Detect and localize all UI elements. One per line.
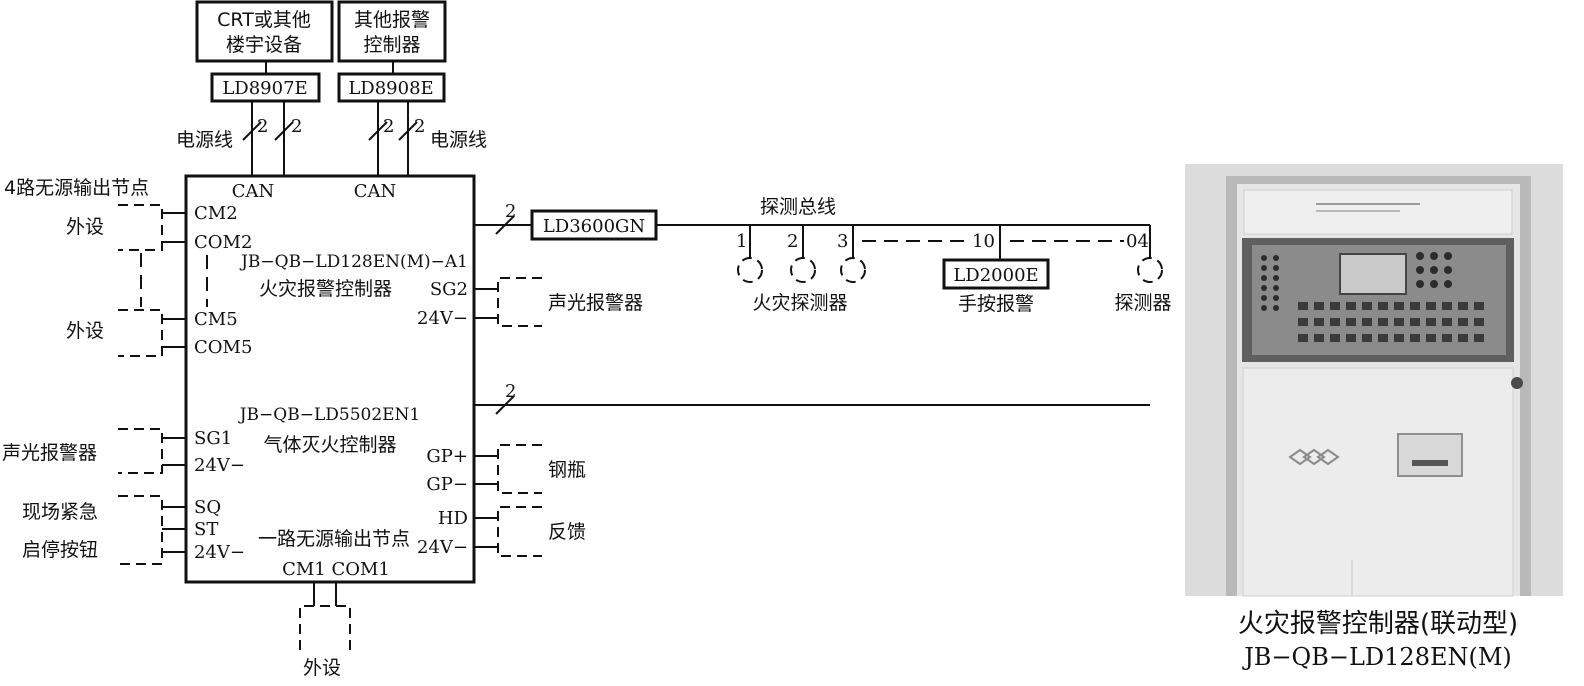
ld2000e-label: LD2000E [953,265,1038,286]
model-a1: JB−QB−LD128EN(M)−A1 [239,252,468,272]
terminal-cm1-com1: CM1 COM1 [282,559,390,580]
wire-count-3: 2 [383,116,394,137]
node-1: 1 [736,231,747,252]
sound-light-alarm-right: 声光报警器 [548,292,643,314]
bottom-peripheral: 外设 [303,657,341,679]
terminal-cm5: CM5 [194,309,238,330]
ld8908e-box [337,72,446,103]
terminal-com5: COM5 [194,337,252,358]
node-2: 2 [787,231,798,252]
fire-detector-label: 火灾探测器 [752,292,847,314]
detector-label: 探测器 [1114,292,1171,314]
wire-count-4: 2 [414,116,425,137]
ld8907e-label: LD8907E [222,78,307,99]
detector-04-icon [1137,257,1163,283]
wire-count-1: 2 [257,116,268,137]
manual-alarm-label: 手按报警 [958,293,1034,315]
terminal-24v-c: 24V− [194,542,245,563]
node-3: 3 [837,231,848,252]
terminal-24v-b: 24V− [194,455,245,476]
terminal-sg2: SG2 [430,279,468,300]
outputs-title: 4路无源输出节点 [4,177,149,199]
gas-controller-label: 气体灭火控制器 [263,434,396,456]
terminal-cm2: CM2 [194,203,238,224]
detector-2-icon [790,257,816,283]
other-controller-line1: 其他报警 [354,9,430,31]
terminal-sg1: SG1 [194,428,232,449]
detector-1-icon [737,257,763,283]
node-04: 04 [1126,231,1149,252]
crt-box-line2: 楼宇设备 [226,34,302,56]
ld2000e-box [942,258,1050,290]
terminal-hd: HD [438,508,468,529]
ld8908e-label: LD8908E [348,78,433,99]
photo-caption-model: JB−QB−LD128EN(M) [1241,643,1512,671]
crt-box [195,0,334,63]
terminal-24v-d: 24V− [417,537,468,558]
terminal-st: ST [194,519,218,540]
feedback-label: 反馈 [548,521,586,543]
bus-wire-count: 2 [505,201,516,222]
terminal-sq: SQ [194,497,221,518]
peripheral-2: 外设 [66,320,104,342]
detector-3-icon [840,257,866,283]
node-10: 10 [972,231,995,252]
terminal-gp-minus: GP− [426,474,468,495]
bus-label: 探测总线 [760,196,836,218]
wire-count-2: 2 [291,116,302,137]
power-line-left: 电源线 [176,129,233,151]
photo-caption-title: 火灾报警控制器(联动型) [1238,609,1518,639]
terminal-com2: COM2 [194,232,252,253]
can-left-label: CAN [232,181,275,202]
sound-light-alarm-left: 声光报警器 [2,442,97,464]
controller-box [184,174,476,584]
cylinder-label: 钢瓶 [548,459,586,481]
ld8907e-box [210,72,321,103]
terminal-24v-a: 24V− [417,308,468,329]
crt-box-line1: CRT或其他 [217,9,311,31]
peripheral-1: 外设 [66,216,104,238]
terminal-gp-plus: GP+ [426,446,468,467]
controller-photo [1185,164,1563,597]
ld3600gn-label: LD3600GN [543,216,645,237]
can-right-label: CAN [354,181,397,202]
power-line-right: 电源线 [430,129,487,151]
fire-alarm-controller-label: 火灾报警控制器 [259,278,392,300]
emergency-line2: 启停按钮 [22,539,98,561]
bottom-wire-count: 2 [505,381,516,402]
model-gas: JB−QB−LD5502EN1 [238,405,421,425]
other-controller-line2: 控制器 [363,34,420,56]
one-output-label: 一路无源输出节点 [258,528,410,550]
emergency-line1: 现场紧急 [22,501,98,523]
